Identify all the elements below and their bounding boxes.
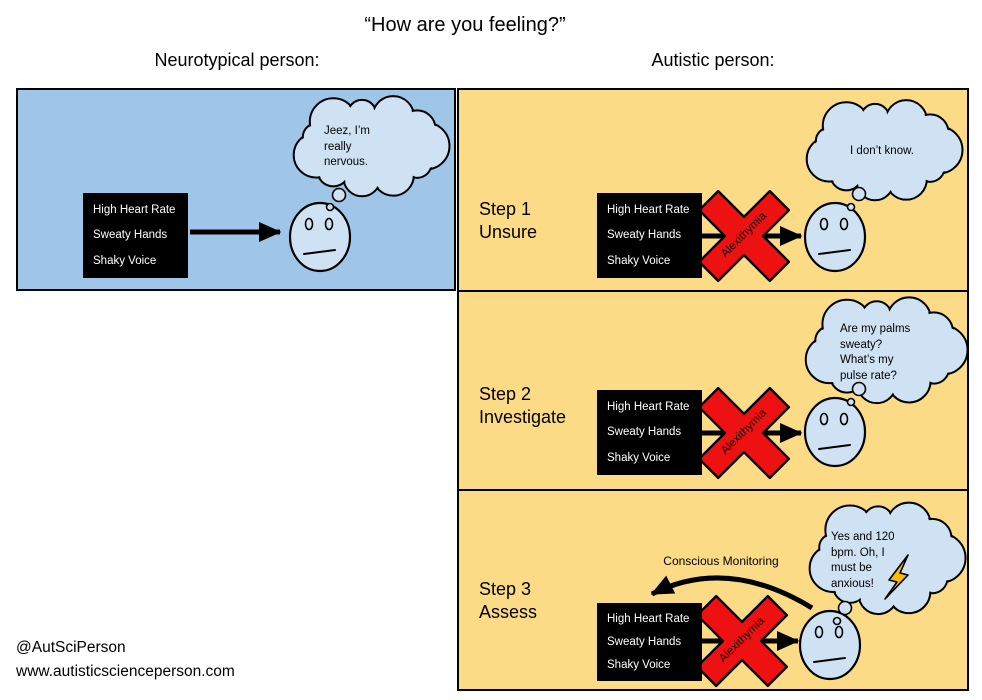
credit-website: www.autisticscienceperson.com <box>16 663 235 680</box>
symptom-box: High Heart Rate Sweaty Hands Shaky Voice <box>83 193 188 278</box>
column-header-autistic: Autistic person: <box>651 50 775 70</box>
conscious-monitoring-label: Conscious Monitoring <box>663 554 779 568</box>
lightning-bolt-icon <box>884 554 909 600</box>
symptom-box: High Heart Rate Sweaty Hands Shaky Voice <box>597 193 702 278</box>
alexithymia-x-mark <box>697 189 791 283</box>
thought-text: I don’t know. <box>850 145 914 157</box>
thought-tail-large <box>851 186 867 202</box>
symptom-line: Sweaty Hands <box>93 229 168 242</box>
comic-title: “How are you feeling?” <box>364 14 566 36</box>
column-header-neurotypical: Neurotypical person: <box>154 50 320 70</box>
autistic-face <box>798 609 862 681</box>
credit-footer: @AutSciPerson www.autisticscienceperson.… <box>16 636 235 684</box>
thought-cloud <box>808 501 967 616</box>
thought-cloud <box>805 99 964 202</box>
step-label: Step 2 Investigate <box>479 384 567 427</box>
thought-tail-large <box>837 600 853 616</box>
symptom-line: Shaky Voice <box>93 255 157 268</box>
step1-drawing <box>697 99 964 283</box>
thought-tail-small <box>832 616 842 626</box>
step-label: Step 1 Unsure <box>479 199 538 242</box>
thought-tail-small <box>325 202 335 212</box>
symptom-line: High Heart Rate <box>93 203 176 216</box>
autistic-panel-group: Step 1 Unsure High Heart Rate Sweaty Han… <box>457 88 969 691</box>
thought-cloud <box>804 296 967 405</box>
step-label: Step 3 Assess <box>479 579 538 622</box>
thought-text: Are my palms sweaty? What’s my pulse rat… <box>840 323 911 382</box>
alexithymia-x-mark <box>697 386 791 480</box>
credit-handle: @AutSciPerson <box>16 639 126 656</box>
step2-drawing <box>697 296 967 480</box>
autistic-face <box>803 201 867 273</box>
step3-drawing <box>650 501 967 688</box>
autistic-face <box>803 396 867 468</box>
thought-text: Jeez, I’m really nervous. <box>324 125 371 168</box>
thought-cloud <box>292 95 451 198</box>
conscious-monitoring-arrow <box>650 575 814 611</box>
symptom-box: High Heart Rate Sweaty Hands Shaky Voice <box>597 390 702 475</box>
thought-tail-large <box>851 381 867 397</box>
step-panel-2: Step 2 Investigate High Heart Rate Sweat… <box>459 292 967 491</box>
neurotypical-drawing <box>190 95 451 273</box>
thought-tail-small <box>846 397 856 407</box>
neurotypical-panel: High Heart Rate Sweaty Hands Shaky Voice… <box>16 88 456 291</box>
alexithymia-x-mark <box>695 594 789 688</box>
thought-tail-small <box>846 202 856 212</box>
neurotypical-face <box>288 201 352 273</box>
step-panel-1: Step 1 Unsure High Heart Rate Sweaty Han… <box>459 90 967 292</box>
symptom-box: High Heart Rate Sweaty Hands Shaky Voice <box>597 603 702 681</box>
step-panel-3: Step 3 Assess High Heart Rate Sweaty Han… <box>459 491 967 689</box>
thought-text: Yes and 120 bpm. Oh, I must be anxious! <box>831 531 895 590</box>
thought-tail-large <box>331 187 347 203</box>
